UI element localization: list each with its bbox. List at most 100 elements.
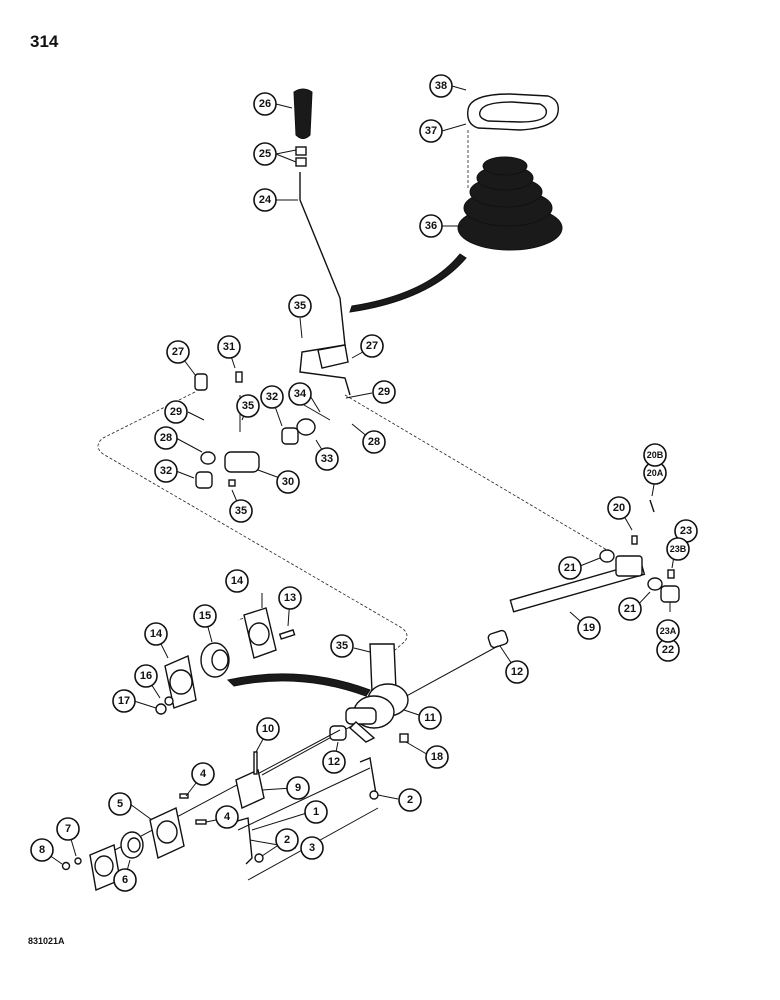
- callout-label: 4: [200, 768, 207, 780]
- callout-12-right: 12: [505, 660, 529, 684]
- callout-label: 7: [65, 823, 71, 835]
- callout-label: 21: [564, 562, 576, 574]
- callout-30: 30: [276, 470, 300, 494]
- callout-2-lower: 2: [275, 828, 299, 852]
- callout-28-left: 28: [154, 426, 178, 450]
- callout-16: 16: [134, 664, 158, 688]
- callout-14-left: 14: [144, 622, 168, 646]
- callout-label: 29: [378, 386, 390, 398]
- callout-37: 37: [419, 119, 443, 143]
- callout-10: 10: [256, 717, 280, 741]
- callout-label: 31: [223, 341, 235, 353]
- callout-label: 5: [117, 798, 123, 810]
- callout-label: 27: [172, 346, 184, 358]
- knob-bushing-2: [295, 157, 307, 167]
- callout-label: 27: [366, 340, 378, 352]
- callout-label: 36: [425, 220, 437, 232]
- shift-lever-assembly: [293, 88, 563, 396]
- callout-label: 20B: [647, 450, 664, 460]
- callout-28-right: 28: [362, 430, 386, 454]
- callout-35-base: 35: [229, 499, 253, 523]
- callout-15: 15: [193, 604, 217, 628]
- figure-code: 831021A: [28, 936, 65, 946]
- callout-label: 34: [294, 388, 307, 400]
- callout-label: 32: [160, 465, 172, 477]
- callout-label: 14: [231, 575, 244, 587]
- callout-label: 32: [266, 391, 278, 403]
- callout-35-lever: 35: [288, 294, 312, 318]
- callout-8: 8: [30, 838, 54, 862]
- callout-label: 2: [284, 834, 290, 846]
- callout-23a: 23A: [656, 619, 680, 643]
- callout-label: 30: [282, 476, 294, 488]
- callout-label: 23A: [660, 626, 677, 636]
- page-number: 314: [30, 32, 59, 51]
- callout-label: 9: [295, 782, 301, 794]
- callout-29-left: 29: [164, 400, 188, 424]
- callout-label: 21: [624, 603, 636, 615]
- callout-27-left: 27: [166, 340, 190, 364]
- callout-label: 20: [613, 502, 625, 514]
- pivot-block: [224, 451, 260, 473]
- callout-32-left: 32: [154, 459, 178, 483]
- shift-rail: [509, 561, 646, 613]
- callout-5: 5: [108, 792, 132, 816]
- callout-23b: 23B: [666, 537, 690, 561]
- callout-20: 20: [607, 496, 631, 520]
- callout-label: 3: [309, 842, 315, 854]
- callout-label: 17: [118, 695, 130, 707]
- callout-label: 12: [511, 666, 523, 678]
- shift-boot: [457, 156, 563, 251]
- callout-label: 35: [242, 400, 254, 412]
- callout-label: 16: [140, 670, 152, 682]
- callout-label: 2: [407, 794, 413, 806]
- callout-20b: 20B: [643, 443, 667, 467]
- callout-label: 15: [199, 610, 211, 622]
- callout-4-lower: 4: [215, 805, 239, 829]
- callout-label: 26: [259, 98, 271, 110]
- knob-bushing: [295, 146, 307, 156]
- shift-rail-assembly: [261, 499, 680, 776]
- callout-6: 6: [113, 868, 137, 892]
- callout-21-upper: 21: [558, 556, 582, 580]
- callout-35-mount: 35: [236, 394, 260, 418]
- callout-label: 10: [262, 723, 274, 735]
- callout-11: 11: [418, 706, 442, 730]
- callout-label: 33: [321, 453, 333, 465]
- callout-label: 35: [235, 505, 247, 517]
- callout-label: 25: [259, 148, 271, 160]
- callout-label: 6: [122, 874, 128, 886]
- callout-24: 24: [253, 188, 277, 212]
- lower-shaft-group: [61, 729, 379, 891]
- callout-label: 19: [583, 622, 595, 634]
- callout-12-lower: 12: [322, 750, 346, 774]
- callout-1: 1: [304, 800, 328, 824]
- callout-label: 37: [425, 125, 437, 137]
- callout-14-right: 14: [225, 569, 249, 593]
- clevis: [194, 373, 208, 391]
- rail-end-block: [615, 555, 643, 577]
- callout-label: 22: [662, 644, 674, 656]
- callout-label: 23B: [670, 544, 687, 554]
- callout-label: 12: [328, 756, 340, 768]
- callout-31: 31: [217, 335, 241, 359]
- callout-19: 19: [577, 616, 601, 640]
- callout-label: 8: [39, 844, 45, 856]
- callout-label: 11: [424, 712, 436, 724]
- callout-18: 18: [425, 745, 449, 769]
- callout-label: 28: [160, 432, 172, 444]
- callout-7: 7: [56, 817, 80, 841]
- callout-3: 3: [300, 836, 324, 860]
- callout-32-right: 32: [260, 385, 284, 409]
- callout-38: 38: [429, 74, 453, 98]
- cover-arrow: [227, 673, 371, 697]
- callout-25: 25: [253, 142, 277, 166]
- callout-17: 17: [112, 689, 136, 713]
- ball-joint: [200, 451, 216, 465]
- callout-label: 20A: [647, 468, 664, 478]
- callout-label: 23: [680, 525, 692, 537]
- callout-33: 33: [315, 447, 339, 471]
- callout-label: 35: [294, 300, 306, 312]
- callout-2: 2: [398, 788, 422, 812]
